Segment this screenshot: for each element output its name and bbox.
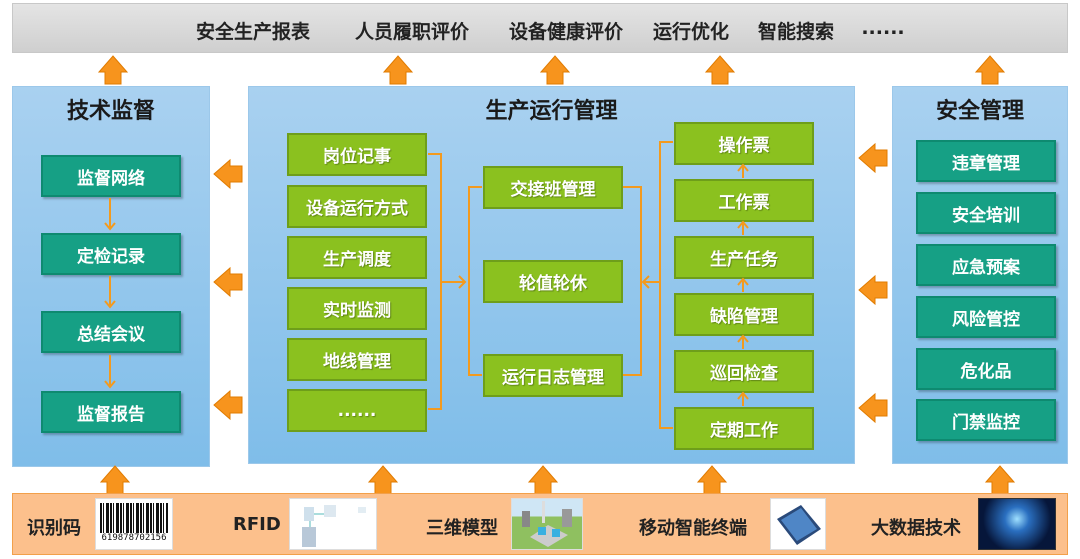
- periodic-work-box: 定期工作: [674, 407, 814, 450]
- panel-title: 生产运行管理: [485, 99, 618, 124]
- up-arrow-icon: [985, 465, 1015, 495]
- panel-title: 安全管理: [935, 99, 1024, 124]
- production-task-box: 生产任务: [674, 236, 814, 279]
- barcode-image: 619878702156: [95, 498, 173, 550]
- top-item-smart-search: 智能搜索: [757, 21, 835, 43]
- up-arrow-icon: [697, 465, 727, 495]
- duty-rotation-box: 轮值轮休: [483, 260, 623, 303]
- up-arrow-icon: [705, 55, 735, 85]
- up-arrow-icon: [368, 465, 398, 495]
- hazardous-chemicals-box: 危化品: [916, 348, 1056, 390]
- safety-training-box: 安全培训: [916, 192, 1056, 234]
- top-item-personnel-evaluation: 人员履职评价: [354, 21, 470, 43]
- emergency-plan-box: 应急预案: [916, 244, 1056, 286]
- up-arrows-top: [98, 55, 1005, 85]
- realtime-monitoring-box: 实时监测: [287, 287, 427, 330]
- left-arrow-icon: [213, 390, 243, 420]
- production-operation-panel: 生产运行管理 岗位记事 设备运行方式 生产调度 实时监测 地线管理 ......…: [248, 86, 855, 464]
- left-arrow-icon: [858, 143, 888, 173]
- supervision-report-box: 监督报告: [41, 391, 181, 433]
- safety-management-panel: 安全管理 违章管理 安全培训 应急预案 风险管控 危化品 门禁监控: [892, 86, 1068, 464]
- panel-title: 技术监督: [66, 99, 155, 124]
- supervision-network-box: 监督网络: [41, 155, 181, 197]
- big-data-label: 大数据技术: [871, 518, 961, 539]
- up-arrow-icon: [975, 55, 1005, 85]
- more-box: ......: [287, 389, 427, 432]
- violation-management-box: 违章管理: [916, 140, 1056, 182]
- up-arrow-icon: [528, 465, 558, 495]
- mobile-terminal-image: [770, 498, 826, 550]
- rfid-label: RFID: [233, 514, 281, 535]
- left-arrow-icon: [213, 267, 243, 297]
- production-dispatch-box: 生产调度: [287, 236, 427, 279]
- left-arrow-icon: [213, 159, 243, 189]
- 3d-model-label: 三维模型: [426, 518, 498, 539]
- big-data-image: [978, 498, 1056, 550]
- inspection-record-box: 定检记录: [41, 233, 181, 275]
- operation-log-box: 运行日志管理: [483, 354, 623, 397]
- left-arrow-icon: [858, 393, 888, 423]
- operation-ticket-box: 操作票: [674, 122, 814, 165]
- access-control-box: 门禁监控: [916, 399, 1056, 441]
- ground-wire-management-box: 地线管理: [287, 338, 427, 381]
- equipment-operation-mode-box: 设备运行方式: [287, 185, 427, 228]
- technology-foundation-bar: 识别码 619878702156 RFID 三维模型 移动智能终端 大数据技术: [12, 493, 1068, 555]
- top-application-bar: 安全生产报表 人员履职评价 设备健康评价 运行优化 智能搜索 ......: [12, 3, 1068, 53]
- top-item-equipment-health: 设备健康评价: [508, 21, 624, 43]
- up-arrow-icon: [383, 55, 413, 85]
- identification-code-label: 识别码: [27, 518, 81, 539]
- top-item-operation-optimization: 运行优化: [652, 21, 730, 43]
- mobile-terminal-label: 移动智能终端: [639, 518, 747, 539]
- up-arrow-icon: [100, 465, 130, 495]
- risk-control-box: 风险管控: [916, 296, 1056, 338]
- rfid-device-image: [289, 498, 377, 550]
- up-arrow-icon: [540, 55, 570, 85]
- top-item-more: ......: [861, 17, 905, 39]
- technical-supervision-panel: 技术监督 监督网络 定检记录 总结会议 监督报告: [12, 86, 210, 467]
- top-item-safety-report: 安全生产报表: [195, 21, 311, 43]
- up-arrow-icon: [98, 55, 128, 85]
- shift-handover-box: 交接班管理: [483, 166, 623, 209]
- patrol-inspection-box: 巡回检查: [674, 350, 814, 393]
- barcode-number: 619878702156: [101, 533, 167, 543]
- 3d-model-image: [511, 498, 583, 550]
- left-arrow-icon: [858, 275, 888, 305]
- summary-meeting-box: 总结会议: [41, 311, 181, 353]
- work-ticket-box: 工作票: [674, 179, 814, 222]
- up-arrows-bottom: [100, 465, 1015, 495]
- post-log-box: 岗位记事: [287, 133, 427, 176]
- defect-management-box: 缺陷管理: [674, 293, 814, 336]
